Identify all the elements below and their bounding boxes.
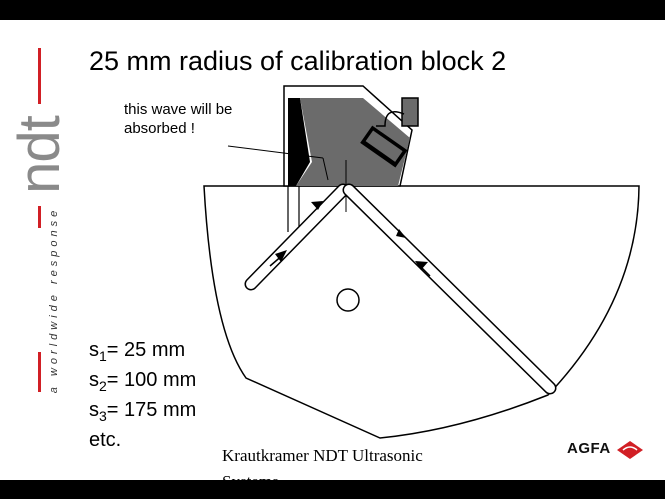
wave-arrow-down-upper xyxy=(396,229,406,238)
wave-arrow-shaft-right xyxy=(419,265,431,277)
bottom-frame-bar xyxy=(0,480,665,499)
wave-arrow-up-upper xyxy=(311,201,323,210)
wave-arrow-shaft-left xyxy=(269,253,285,267)
distance-etc: etc. xyxy=(89,429,122,451)
callout-leader-tip xyxy=(322,157,329,181)
probe-cable xyxy=(376,111,405,127)
slide-title: 25 mm radius of calibration block 2 xyxy=(89,46,507,76)
distance-s3: s3= 175 mm xyxy=(89,399,197,424)
beam-path-right xyxy=(344,185,555,393)
wave-arrow-up-right xyxy=(415,261,428,270)
agfa-wordmark: AGFA xyxy=(567,440,611,457)
brand-accent-line-middle xyxy=(38,206,41,228)
sound-path-distances: s1= 25 mm s2= 100 mm s3= 175 mm etc. xyxy=(89,338,196,452)
agfa-rhombus-icon xyxy=(617,441,643,459)
probe-connector xyxy=(401,97,419,127)
brand-accent-line-top xyxy=(38,48,41,104)
callout-leader-line xyxy=(227,145,324,159)
transducer-element xyxy=(360,125,408,168)
distance-s1: s1= 25 mm xyxy=(89,339,186,364)
distance-s2: s2= 100 mm xyxy=(89,369,197,394)
brand-sidebar: ndt a worldwide response xyxy=(0,20,80,480)
top-frame-bar xyxy=(0,0,665,20)
brand-accent-line-bottom xyxy=(38,352,41,392)
absorber-layer xyxy=(288,98,310,186)
beam-path-left xyxy=(246,185,348,289)
reference-hole xyxy=(336,288,360,312)
absorption-callout: this wave will be absorbed ! xyxy=(124,101,233,137)
calibration-block-outline xyxy=(203,185,640,439)
